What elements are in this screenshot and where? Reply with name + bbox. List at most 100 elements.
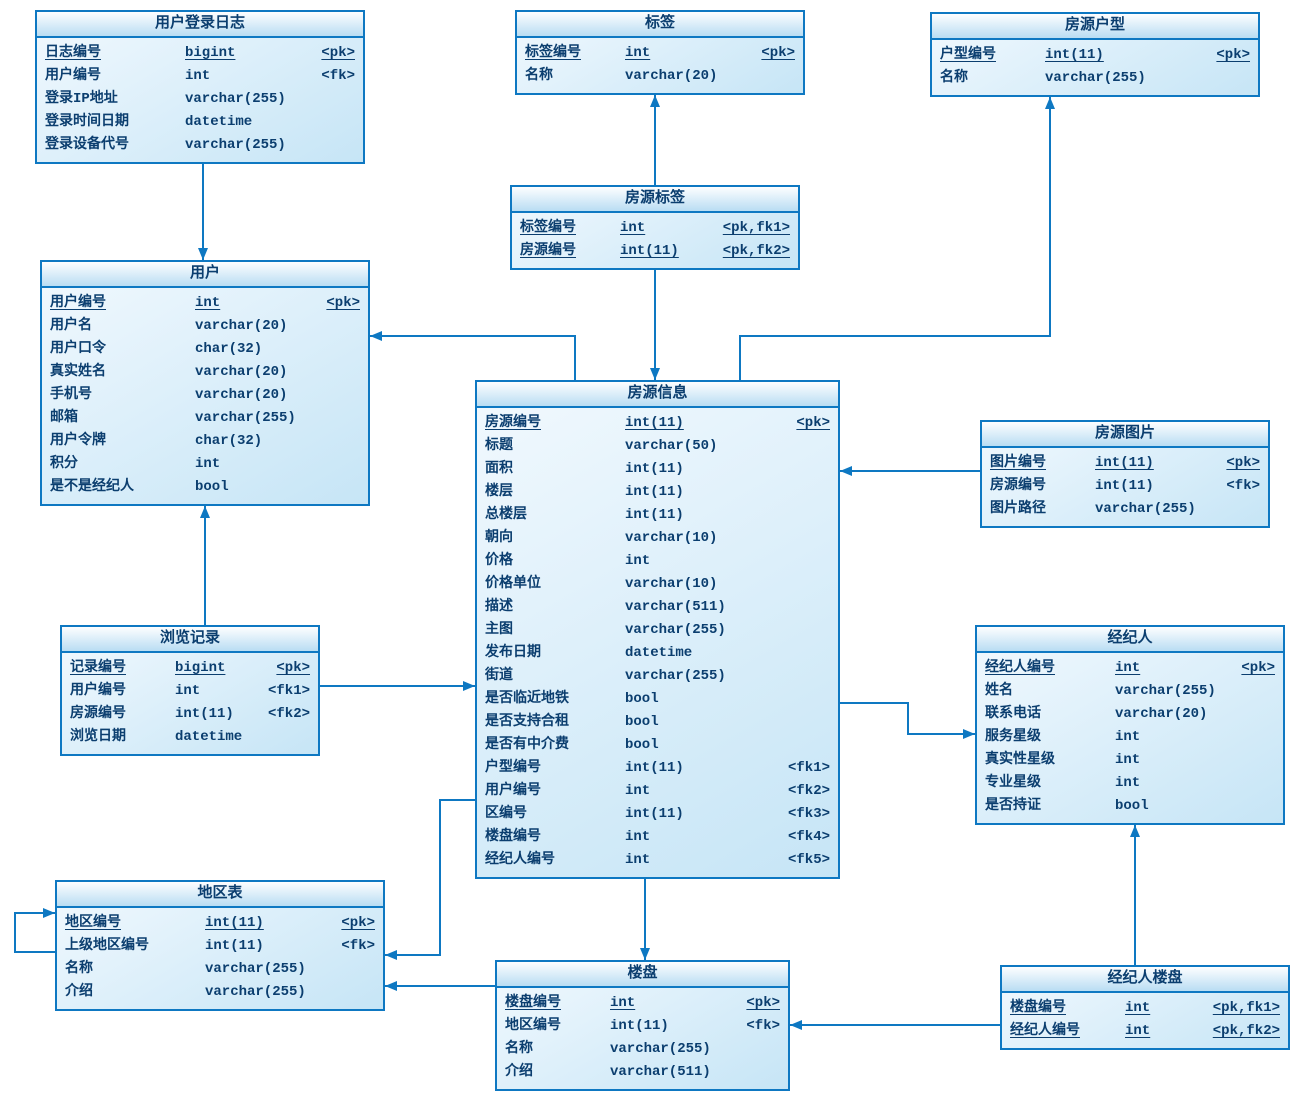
connector-house_info-to-user[interactable] bbox=[370, 331, 576, 380]
entity-title-user: 用户 bbox=[42, 262, 368, 288]
column-name: 是否有中介费 bbox=[485, 737, 569, 753]
column-type: char(32) bbox=[195, 341, 263, 357]
column-type: int(11) bbox=[175, 706, 234, 722]
column-name: 标签编号 bbox=[520, 220, 576, 236]
column-name: 专业星级 bbox=[985, 775, 1041, 791]
entity-title-house_info: 房源信息 bbox=[477, 382, 838, 408]
column-name: 用户名 bbox=[50, 318, 92, 334]
column-type: int(11) bbox=[1095, 478, 1154, 494]
column-name: 用户令牌 bbox=[50, 433, 106, 449]
column-type: int(11) bbox=[205, 915, 264, 931]
column-key-tag: <fk4> bbox=[787, 829, 830, 845]
column-key-tag: <fk1> bbox=[787, 760, 830, 776]
column-name: 楼盘编号 bbox=[485, 829, 541, 845]
column-name: 登录时间日期 bbox=[45, 114, 129, 130]
connector-region-self-reference[interactable] bbox=[14, 908, 55, 953]
column-key-tag bbox=[780, 1038, 782, 1061]
column-type: int bbox=[625, 783, 651, 799]
column-type: varchar(255) bbox=[625, 622, 726, 638]
column-type: char(32) bbox=[195, 433, 263, 449]
column-key-tag bbox=[1275, 703, 1277, 726]
entity-title-agent: 经纪人 bbox=[977, 627, 1283, 653]
column-key-tag bbox=[1275, 680, 1277, 703]
column-name: 用户编号 bbox=[485, 783, 541, 799]
column-key-tag bbox=[1260, 498, 1262, 521]
column-type: bigint bbox=[175, 660, 226, 676]
column-type: int bbox=[195, 295, 221, 311]
column-key-tag bbox=[1275, 795, 1277, 818]
column-name: 价格单位 bbox=[485, 576, 541, 592]
column-name: 主图 bbox=[485, 622, 513, 638]
column-name: 是否临近地铁 bbox=[485, 691, 569, 707]
column-key-tag bbox=[830, 527, 832, 550]
column-key-tag bbox=[360, 361, 362, 384]
column-key-tag bbox=[830, 596, 832, 619]
column-name: 总楼层 bbox=[485, 507, 527, 523]
column-type: varchar(255) bbox=[185, 137, 286, 153]
column-type: varchar(255) bbox=[185, 91, 286, 107]
column-name: 邮箱 bbox=[50, 410, 78, 426]
column-name: 名称 bbox=[940, 70, 968, 86]
connector-house_info-to-house_type[interactable] bbox=[739, 97, 1055, 380]
column-key-tag: <fk1> bbox=[267, 683, 310, 699]
column-type: int bbox=[175, 683, 201, 699]
column-key-tag: <pk> bbox=[276, 660, 310, 676]
column-name: 姓名 bbox=[985, 683, 1013, 699]
column-key-tag bbox=[1275, 772, 1277, 795]
column-key-tag: <pk,fk2> bbox=[1212, 1023, 1280, 1039]
column-name: 标题 bbox=[485, 438, 513, 454]
column-name: 楼盘编号 bbox=[505, 995, 561, 1011]
connector-house_info-to-region[interactable] bbox=[385, 799, 475, 960]
column-name: 手机号 bbox=[50, 387, 92, 403]
connector-house_info-to-agent[interactable] bbox=[840, 702, 975, 739]
entity-title-region: 地区表 bbox=[57, 882, 383, 908]
column-key-tag bbox=[1275, 749, 1277, 772]
column-key-tag bbox=[780, 1061, 782, 1084]
column-name: 联系电话 bbox=[985, 706, 1041, 722]
column-type: bigint bbox=[185, 45, 236, 61]
column-name: 真实性星级 bbox=[985, 752, 1055, 768]
column-key-tag: <pk> bbox=[1241, 660, 1275, 676]
column-type: bool bbox=[195, 479, 229, 495]
column-name: 名称 bbox=[505, 1041, 533, 1057]
column-name: 日志编号 bbox=[45, 45, 101, 61]
column-type: varchar(255) bbox=[625, 668, 726, 684]
column-key-tag bbox=[360, 338, 362, 361]
